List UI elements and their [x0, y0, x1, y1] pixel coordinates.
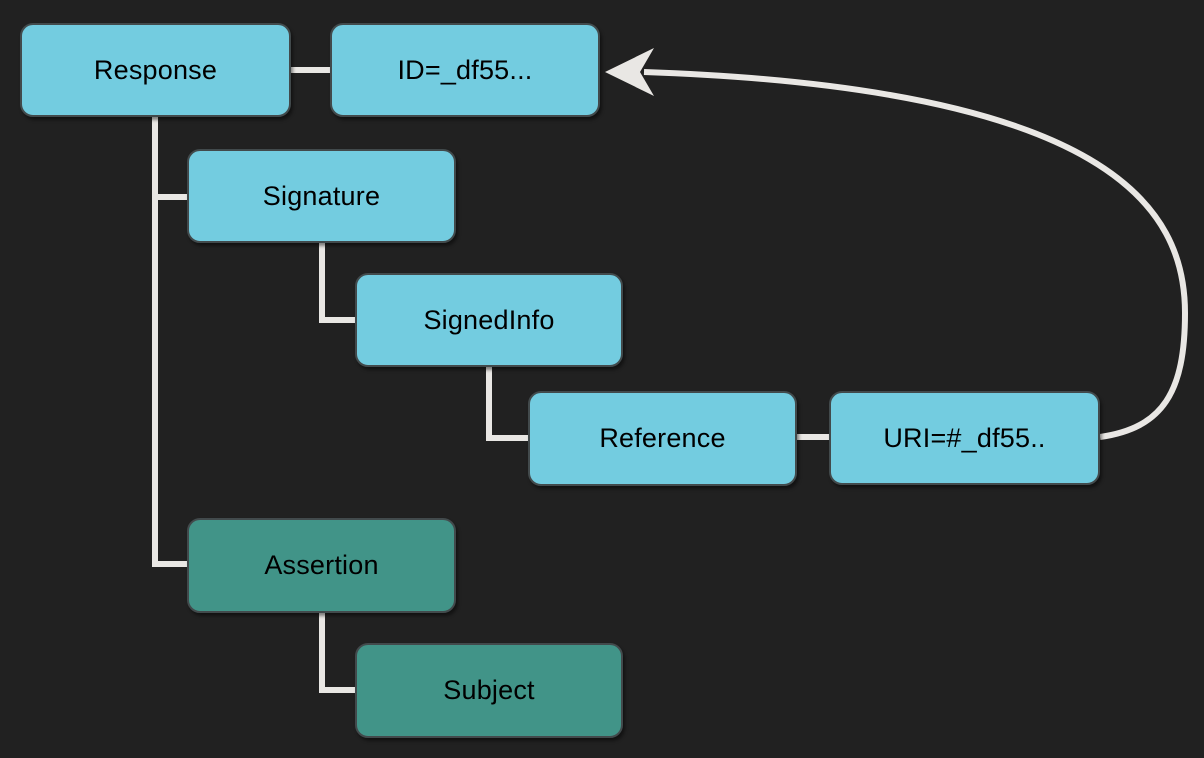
connector-signature-signedinfo — [319, 243, 355, 323]
node-signedinfo-label: SignedInfo — [423, 304, 555, 335]
node-reference[interactable]: Reference — [528, 391, 797, 486]
node-response-label: Response — [93, 54, 218, 85]
node-reference-label: Reference — [599, 423, 726, 453]
arrowhead-left-icon — [605, 48, 654, 96]
node-signedinfo[interactable]: SignedInfo — [355, 273, 623, 367]
node-uri-attribute-label: URI=#_df55.. — [883, 422, 1046, 453]
connector-assertion-subject — [319, 613, 355, 693]
node-subject-label: Subject — [443, 675, 535, 705]
connector-response-assertion — [152, 117, 187, 567]
node-response[interactable]: Response — [20, 23, 291, 117]
node-id-attribute[interactable]: ID=_df55... — [330, 23, 600, 117]
node-signature-label: Signature — [262, 180, 381, 211]
node-uri-attribute[interactable]: URI=#_df55.. — [829, 391, 1100, 485]
node-subject[interactable]: Subject — [355, 643, 623, 738]
node-id-attribute-label: ID=_df55... — [397, 54, 533, 85]
node-assertion[interactable]: Assertion — [187, 518, 456, 613]
node-signature[interactable]: Signature — [187, 149, 456, 243]
edge-uri-to-id-curve — [643, 69, 1189, 440]
connector-signedinfo-reference — [486, 367, 528, 441]
node-assertion-label: Assertion — [264, 550, 379, 580]
